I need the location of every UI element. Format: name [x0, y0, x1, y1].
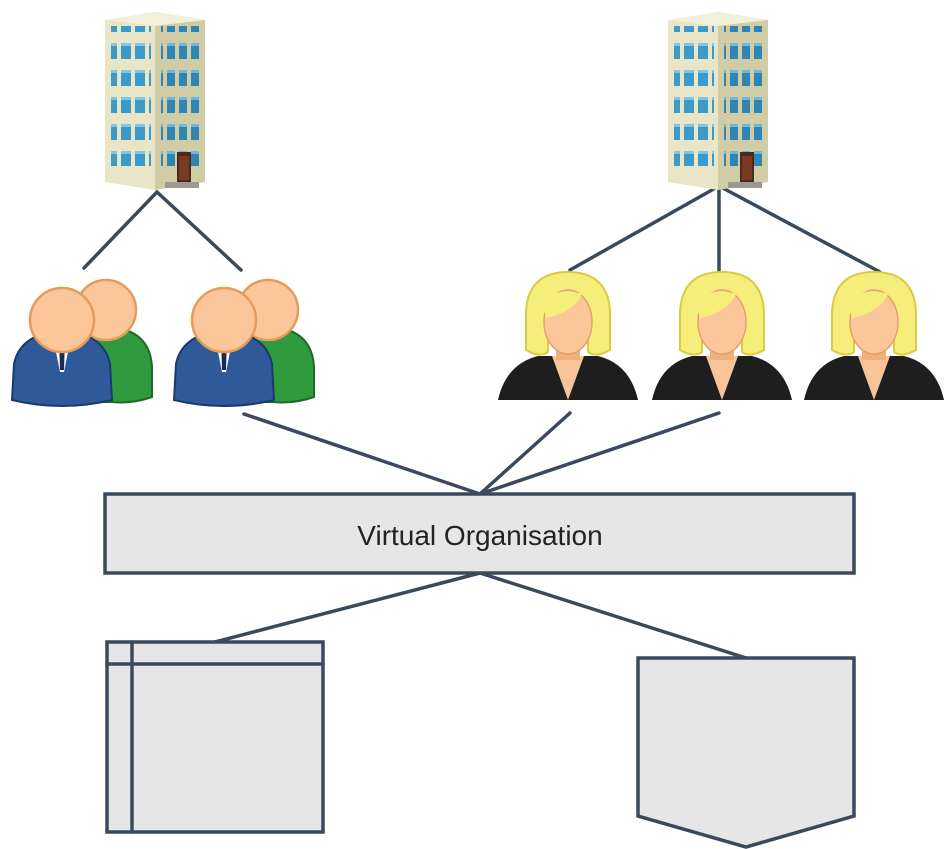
- pentagon-shield-icon: [636, 656, 856, 849]
- building-icon: [105, 12, 205, 190]
- woman-user-icon: [803, 271, 944, 401]
- virtual-organisation-label: Virtual Organisation: [357, 520, 602, 551]
- woman-user-icon: [651, 271, 793, 401]
- woman-user-icon: [497, 271, 639, 401]
- window-frame-icon: [105, 640, 325, 834]
- user-group-icon: [10, 278, 154, 408]
- connection-lines: [82, 184, 882, 660]
- building-icon: [668, 12, 768, 190]
- virtual-organisation-box: Virtual Organisation: [103, 492, 856, 575]
- user-group-icon: [172, 278, 316, 408]
